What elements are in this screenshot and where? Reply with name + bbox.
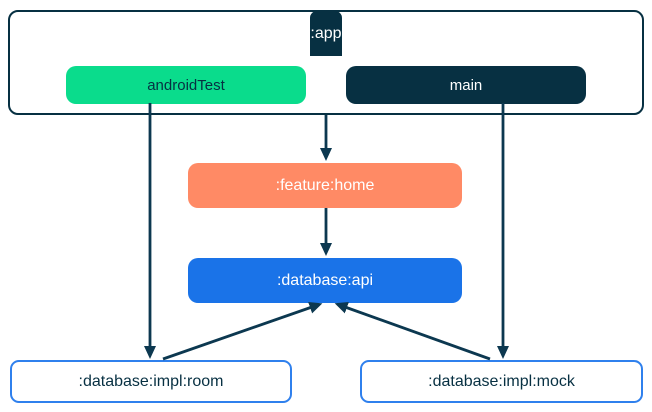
module-database-api: :database:api <box>188 258 462 303</box>
source-set-main: main <box>346 66 586 104</box>
source-set-main-label: main <box>449 76 483 94</box>
module-database-impl-mock-label: :database:impl:mock <box>428 372 575 390</box>
module-database-impl-room: :database:impl:room <box>10 360 292 403</box>
app-module-box: :app main androidTest <box>8 10 644 115</box>
source-set-androidtest: androidTest <box>66 66 306 104</box>
module-database-impl-room-label: :database:impl:room <box>78 372 224 390</box>
edge-database-impl-room-to-database-api <box>162 301 323 361</box>
app-module-header: :app <box>310 11 342 56</box>
source-set-androidtest-label: androidTest <box>147 76 225 94</box>
module-database-impl-mock: :database:impl:mock <box>360 360 643 403</box>
app-module-label: :app <box>310 24 342 42</box>
edge-database-impl-mock-to-database-api <box>334 302 491 361</box>
module-feature-home-label: :feature:home <box>275 176 375 194</box>
module-database-api-label: :database:api <box>276 271 374 289</box>
module-feature-home: :feature:home <box>188 163 462 208</box>
